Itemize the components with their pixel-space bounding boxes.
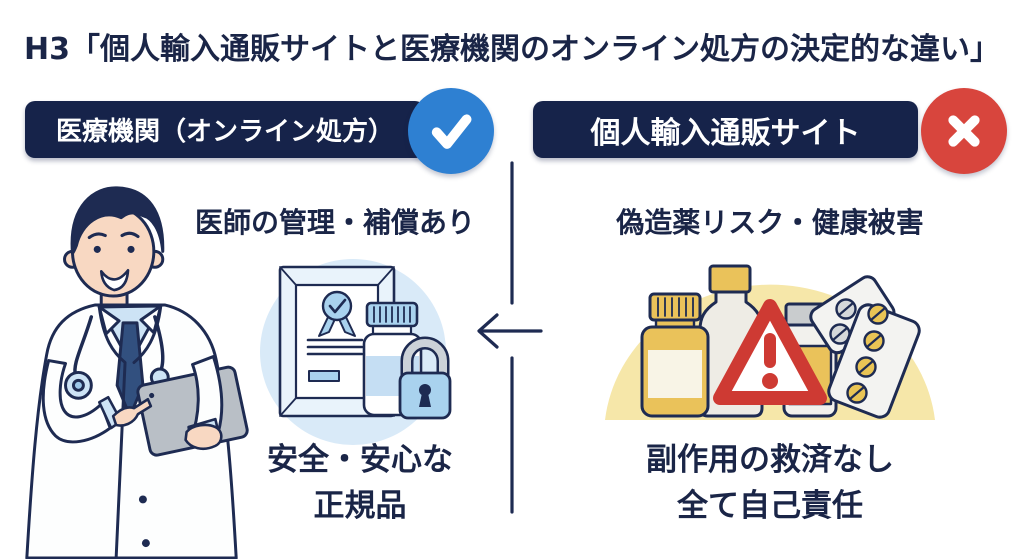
doctor-right-arm <box>184 355 224 450</box>
amber-pill-bottle-icon <box>640 292 710 418</box>
warning-triangle-icon <box>713 299 827 405</box>
checkmark-icon <box>408 88 494 174</box>
checkmark-glyph <box>431 114 472 149</box>
left-subtitle: 医師の管理・補償あり <box>194 206 475 239</box>
left-caption-line2: 正規品 <box>313 488 407 524</box>
counterfeit-drugs-illustration <box>605 264 935 420</box>
doctor-pointing-hand <box>111 397 153 427</box>
arrow-left-glyph <box>477 313 543 349</box>
doctor-holding-hand <box>184 423 223 450</box>
blister-pack-front-icon <box>827 303 921 419</box>
doctor-hair <box>70 186 165 255</box>
left-caption: 安全・安心な 正規品 <box>230 437 490 529</box>
cross-icon <box>921 88 1007 174</box>
safe-products-illustration <box>260 259 452 445</box>
doctor-head <box>63 186 165 298</box>
doctor-left-arm <box>41 359 153 444</box>
doctor-coat <box>25 303 238 559</box>
right-header-label: 個人輸入通販サイト <box>590 115 861 151</box>
right-subtitle: 偽造薬リスク・健康被害 <box>616 206 924 239</box>
divider-arrow-left-icon <box>477 161 543 514</box>
left-header-badge: 医療機関（オンライン処方） <box>25 101 425 158</box>
right-caption-line2: 全て自己責任 <box>677 488 863 524</box>
seal-medal-icon <box>321 290 353 322</box>
right-caption-line1: 副作用の救済なし <box>646 442 894 478</box>
right-caption: 副作用の救済なし 全て自己責任 <box>600 437 940 529</box>
doctor-illustration <box>25 186 249 559</box>
left-header-label: 医療機関（オンライン処方） <box>55 117 394 147</box>
right-header-badge: 個人輸入通販サイト <box>533 101 918 158</box>
doctor-smile <box>99 268 130 292</box>
left-caption-line1: 安全・安心な <box>267 442 453 478</box>
stethoscope-icon <box>64 315 170 400</box>
cross-glyph <box>948 115 980 147</box>
padlock-icon <box>398 336 452 420</box>
page-title: H3「個人輸入通販サイトと医療機関のオンライン処方の決定的な違い」 <box>24 32 1000 67</box>
